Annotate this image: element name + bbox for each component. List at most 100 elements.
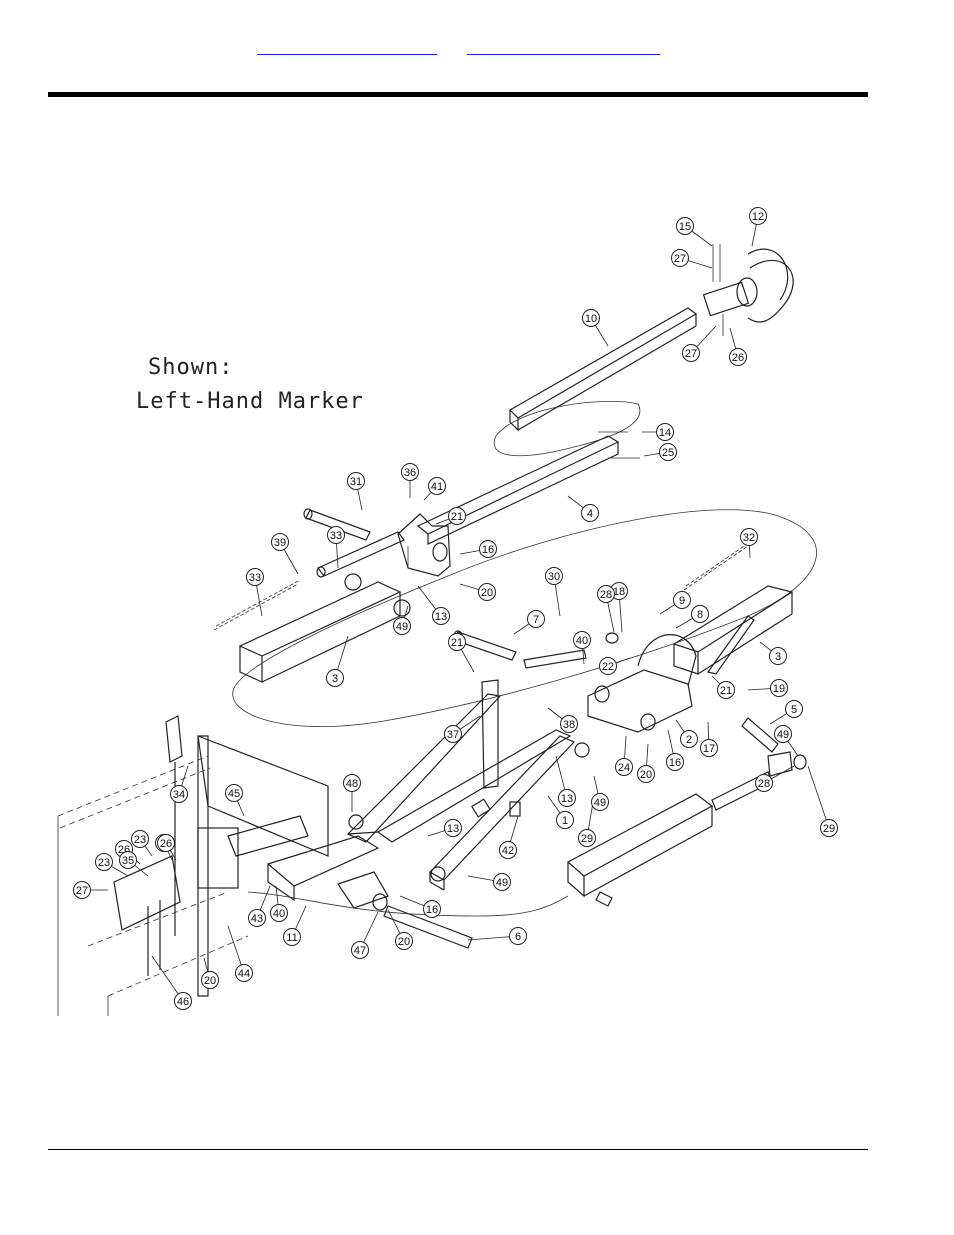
diagram-caption-line2: Left-Hand Marker [136, 389, 364, 414]
callout-29: 29 [807, 765, 838, 837]
callout-26: 26 [157, 834, 177, 861]
callout-balloon [119, 851, 137, 869]
callout-number: 6 [515, 931, 521, 943]
footer-rule [48, 1149, 868, 1150]
callout-balloon [270, 904, 288, 922]
callout-39: 39 [271, 533, 299, 575]
callout-number: 29 [581, 833, 593, 845]
callout-16: 16 [459, 540, 497, 558]
callout-balloon [432, 607, 450, 625]
callout-number: 21 [451, 637, 463, 649]
parts-diagram: Shown: Left-Hand Marker [48, 196, 838, 1020]
callout-6: 6 [467, 927, 527, 945]
callout-balloon [666, 753, 684, 771]
callout-number: 45 [228, 788, 240, 800]
callout-balloon [740, 528, 758, 546]
callout-9: 9 [659, 591, 691, 615]
callout-balloon [581, 504, 599, 522]
callout-43: 43 [248, 885, 271, 927]
callout-number: 24 [618, 762, 630, 774]
callout-balloon [509, 927, 527, 945]
diagram-caption-line1: Shown: [148, 355, 233, 380]
callout-balloon [659, 443, 677, 461]
callout-balloon [573, 631, 591, 649]
callout-34: 34 [170, 765, 189, 803]
left-arm-tube [238, 573, 411, 683]
callout-number: 9 [679, 595, 685, 607]
callout-number: 21 [451, 511, 463, 523]
right-arm-tube [672, 585, 794, 675]
callout-46: 46 [151, 955, 192, 1010]
callout-number: 25 [662, 447, 674, 459]
hose-line [247, 891, 569, 917]
callout-number: 15 [679, 221, 691, 233]
callout-32: 32 [740, 528, 758, 559]
callout-16: 16 [399, 895, 441, 918]
marker-disk-hub [702, 244, 794, 336]
callout-number: 37 [447, 729, 459, 741]
toolbar-outline [57, 755, 249, 1016]
callout-41: 41 [423, 477, 446, 501]
callout-balloon [599, 657, 617, 675]
callout-balloon [174, 992, 192, 1010]
callout-23: 23 [131, 830, 153, 857]
callout-number: 20 [204, 975, 216, 987]
callout-balloon [235, 964, 253, 982]
callout-balloon [170, 785, 188, 803]
callout-balloon [673, 591, 691, 609]
callout-13: 13 [417, 585, 450, 625]
callout-balloon [395, 932, 413, 950]
callout-20: 20 [201, 957, 219, 989]
callout-balloon [656, 423, 674, 441]
callout-balloon [578, 829, 596, 847]
callout-13: 13 [555, 755, 576, 807]
callout-balloon [448, 633, 466, 651]
header-link-right[interactable] [467, 36, 660, 55]
callout-29: 29 [578, 795, 596, 847]
callout-33: 33 [327, 526, 345, 569]
header-link-left[interactable] [257, 36, 437, 55]
callout-49: 49 [774, 725, 799, 757]
callout-40: 40 [270, 885, 288, 922]
callout-number: 33 [330, 530, 342, 542]
main-frame [346, 679, 590, 891]
callout-number: 47 [354, 945, 366, 957]
callout-balloon [545, 567, 563, 585]
hydraulic-cylinder [566, 751, 807, 907]
callout-balloon [691, 605, 709, 623]
callout-number: 28 [600, 589, 612, 601]
callout-number: 20 [398, 936, 410, 948]
callout-number: 19 [773, 683, 785, 695]
callout-38: 38 [547, 707, 578, 733]
callout-number: 4 [587, 508, 593, 520]
callout-balloon [246, 568, 264, 586]
callout-balloon [157, 834, 175, 852]
callout-number: 42 [502, 845, 514, 857]
callout-20: 20 [459, 583, 496, 601]
inner-marker-tube [416, 431, 640, 545]
callout-30: 30 [545, 567, 563, 617]
callout-balloon [271, 533, 289, 551]
callout-number: 34 [173, 789, 185, 801]
callout-number: 49 [777, 729, 789, 741]
callout-20: 20 [387, 909, 413, 950]
callout-42: 42 [499, 815, 519, 859]
callout-balloon [527, 610, 545, 628]
callout-balloon [423, 900, 441, 918]
callout-number: 14 [659, 427, 671, 439]
callout-number: 40 [576, 635, 588, 647]
callout-number: 21 [720, 685, 732, 697]
callout-number: 23 [98, 857, 110, 869]
callout-balloon [493, 873, 511, 891]
callout-number: 49 [396, 621, 408, 633]
callout-balloon [560, 715, 578, 733]
callout-balloon [582, 309, 600, 327]
header-links [0, 36, 954, 58]
callout-28: 28 [755, 765, 795, 792]
callout-28: 28 [597, 585, 615, 633]
callout-number: 16 [482, 544, 494, 556]
callout-8: 8 [675, 605, 709, 629]
callout-balloon [770, 679, 788, 697]
callout-balloon [729, 348, 747, 366]
callout-36: 36 [401, 463, 419, 498]
